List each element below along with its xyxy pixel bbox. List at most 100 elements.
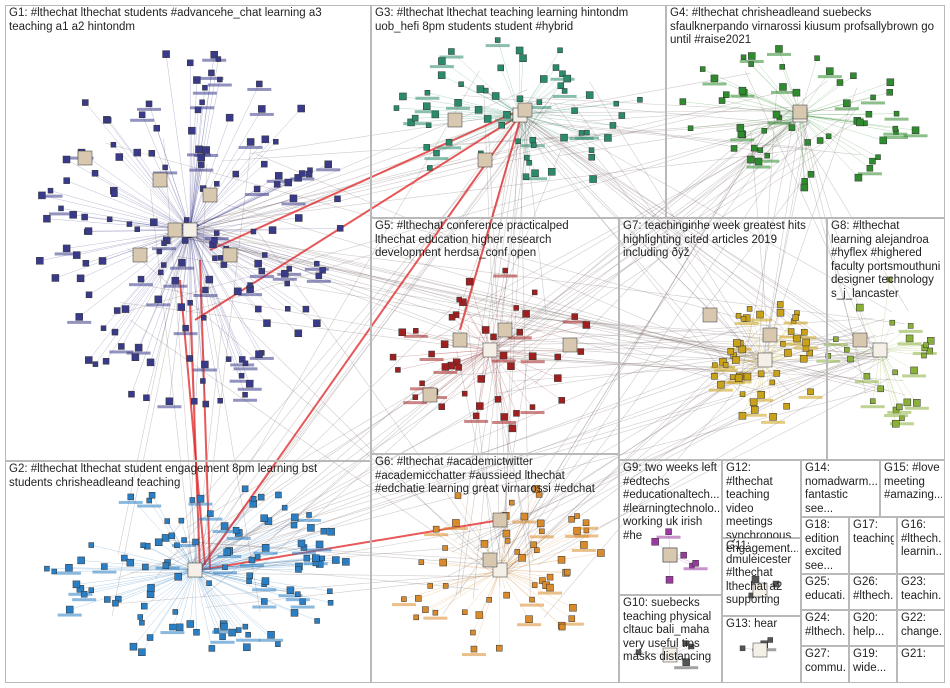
intra-group-edge [430, 349, 491, 399]
node-caption [552, 94, 577, 98]
intra-group-edge [194, 498, 201, 571]
node-avatar [413, 614, 419, 621]
node-avatar [518, 554, 526, 562]
node-caption [520, 411, 545, 415]
intra-group-edge [489, 292, 535, 351]
node-caption [130, 118, 155, 122]
node-avatar [260, 514, 268, 522]
node-caption [529, 535, 554, 539]
node-caption [798, 395, 823, 399]
node-avatar [514, 549, 521, 555]
node-avatar [752, 642, 768, 658]
inter-group-edge [188, 228, 494, 313]
inter-group-edge [143, 111, 527, 244]
node-avatar [255, 350, 263, 358]
intra-group-edge [714, 359, 766, 377]
node-avatar [262, 252, 268, 258]
intra-group-edge [499, 516, 525, 571]
intra-group-edge [435, 569, 501, 613]
node-avatar [578, 130, 585, 136]
node-caption [767, 121, 792, 125]
node-avatar [735, 312, 742, 319]
group-g4-label: G4: #lthechat chrisheadleand suebecks sf… [670, 7, 934, 46]
intra-group-edge [118, 569, 196, 600]
node-avatar [870, 94, 876, 101]
node-caption [391, 603, 416, 607]
intra-group-edge [106, 119, 191, 231]
node-caption [429, 65, 454, 69]
node-avatar [44, 565, 50, 572]
intra-group-edge [189, 229, 263, 354]
intra-group-edge [499, 488, 537, 571]
inter-group-edge [184, 126, 510, 235]
node-avatar [886, 78, 895, 86]
inter-group-edge [197, 236, 905, 325]
node-caption [507, 336, 532, 340]
node-avatar [399, 92, 407, 101]
node-caption [245, 193, 270, 197]
node-avatar [508, 499, 515, 506]
node-avatar [320, 527, 328, 535]
node-avatar [268, 226, 277, 234]
highlight-edge [209, 109, 521, 251]
node-caption [72, 598, 97, 602]
inter-group-edge [759, 319, 885, 355]
node-avatar [500, 413, 508, 421]
inter-group-edge [511, 117, 743, 380]
node-avatar [115, 153, 124, 161]
intra-group-edge [189, 229, 205, 318]
node-avatar [141, 602, 148, 610]
intra-group-edge [147, 545, 196, 571]
node-avatar [161, 262, 167, 268]
node-avatar [395, 367, 401, 373]
node-avatar [273, 138, 279, 145]
node-caption [730, 94, 755, 98]
intra-group-edge [799, 113, 869, 116]
node-avatar [65, 605, 74, 614]
intra-group-edge [469, 281, 491, 351]
node-avatar [393, 105, 400, 111]
node-caption [419, 357, 444, 361]
intra-group-edge [189, 108, 302, 231]
group-g1-label: G1: #lthechat lthechat students #advance… [9, 7, 322, 33]
node-avatar [289, 194, 298, 203]
node-avatar [294, 329, 303, 338]
node-avatar [275, 172, 283, 180]
node-avatar [192, 538, 199, 546]
inter-group-edge [183, 237, 761, 356]
intra-group-edge [172, 569, 196, 628]
intra-group-edge [141, 569, 196, 623]
node-avatar [801, 328, 808, 336]
node-avatar [106, 216, 113, 223]
node-caption [233, 398, 258, 402]
node-caption [253, 551, 278, 555]
inter-group-edge [490, 357, 904, 381]
intra-group-edge [189, 217, 299, 231]
highlight-edge [459, 119, 521, 331]
node-avatar [196, 494, 205, 503]
group-g3-box: G3: #lthechat lthechat teaching learning… [371, 5, 666, 218]
node-avatar [290, 521, 298, 529]
node-avatar [582, 519, 590, 527]
inter-group-edge [458, 353, 772, 376]
intra-group-edge [430, 569, 501, 587]
inter-group-edge [506, 134, 761, 565]
node-avatar [162, 562, 170, 569]
intra-group-edge [799, 113, 897, 116]
node-avatar [826, 67, 834, 75]
node-avatar [250, 228, 257, 235]
node-avatar [145, 100, 153, 108]
node-avatar [680, 551, 687, 559]
node-avatar [169, 623, 176, 631]
node-caption [199, 76, 224, 80]
node-caption [213, 571, 238, 575]
node-avatar [183, 217, 190, 223]
inter-group-edge [487, 154, 779, 354]
node-avatar [257, 493, 265, 501]
node-avatar [507, 362, 515, 371]
node-caption [439, 55, 464, 59]
node-avatar [531, 582, 538, 588]
node-avatar [856, 303, 864, 312]
node-caption [565, 534, 590, 538]
